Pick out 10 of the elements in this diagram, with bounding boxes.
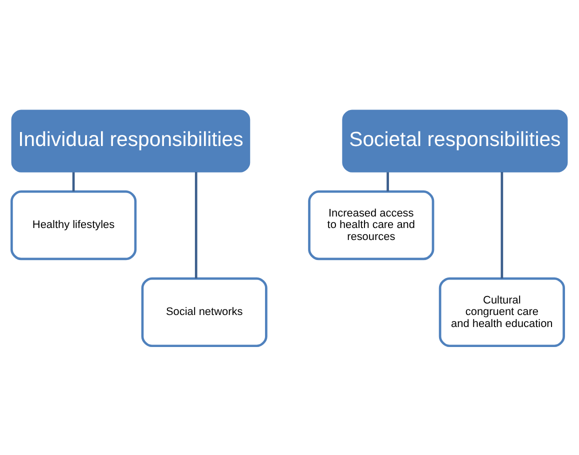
node-box: Societal responsibilities <box>342 109 568 172</box>
node-box: Individual responsibilities <box>11 109 250 172</box>
connector <box>386 172 389 191</box>
node-box: Increased access to health care and resources <box>308 190 434 260</box>
connector <box>194 172 198 278</box>
node-box: Social networks <box>141 276 268 347</box>
connector <box>500 172 504 278</box>
node-box: Cultural congruent care and health education <box>438 276 565 347</box>
node-box: Healthy lifestyles <box>10 190 137 260</box>
connector <box>72 172 75 191</box>
